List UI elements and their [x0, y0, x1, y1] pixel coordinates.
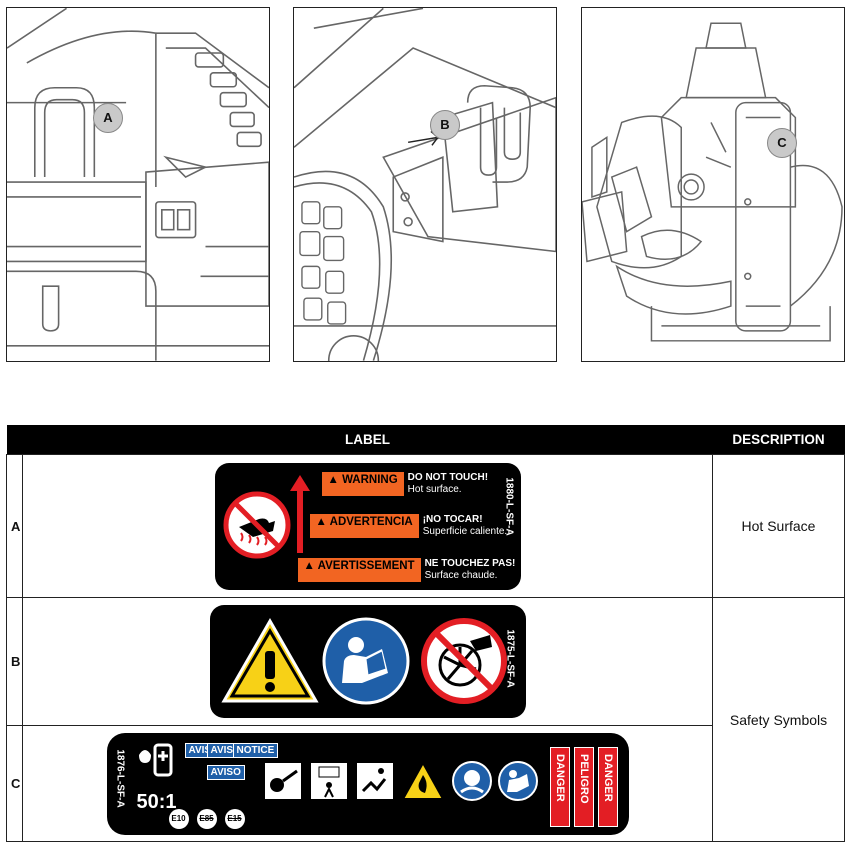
debris-hazard-icon: [356, 762, 393, 799]
warning-text: DO NOT TOUCH! Hot surface.: [408, 472, 488, 496]
fuel-mix-icon: [138, 743, 172, 776]
hearing-protection-icon: [264, 762, 301, 799]
row-letter: C: [6, 725, 23, 842]
decal-b-code: 1875-L-SF-A: [504, 629, 516, 688]
illustration-panel-b: B: [293, 7, 557, 362]
avertissement-title: NE TOUCHEZ PAS!: [424, 557, 516, 569]
illustration-panel-a: A: [6, 7, 270, 362]
header-description: DESCRIPTION: [712, 425, 845, 455]
read-manual-icon: [497, 760, 538, 801]
safety-symbols-decal: 1875-L-SF-A: [209, 605, 526, 718]
aviso-tag: AVISO: [206, 764, 245, 780]
blower-tube-illustration: [294, 8, 556, 361]
table-row: A ▲ WARNING: [6, 454, 845, 598]
fuel-safety-decal: 1876-L-SF-A 50:1 E10 E85 E15 AVIS AVIS A…: [106, 732, 629, 835]
table-header-row: LABEL DESCRIPTION: [6, 425, 845, 455]
e85-badge: E85: [196, 808, 217, 829]
fire-hazard-icon: [400, 760, 445, 800]
avertissement-text: NE TOUCHEZ PAS! Surface chaude.: [425, 558, 516, 582]
row-letter: B: [6, 597, 23, 726]
callout-c: C: [767, 128, 797, 158]
warning-tag: ▲ WARNING: [321, 471, 404, 496]
table-row: C 1876-L-SF-A 50:1 E10 E85 E15 AVIS AVIS…: [6, 725, 845, 842]
advertencia-tag-text: ADVERTENCIA: [329, 515, 413, 528]
warning-block: ▲ WARNING DO NOT TOUCH! Hot surface.: [321, 471, 488, 496]
label-cell: ▲ WARNING DO NOT TOUCH! Hot surface. ▲ A…: [22, 454, 713, 598]
illustration-panel-c: C: [581, 7, 845, 362]
avertissement-body: Surface chaude.: [424, 569, 498, 581]
hot-surface-decal: ▲ WARNING DO NOT TOUCH! Hot surface. ▲ A…: [214, 462, 521, 590]
table-row: B: [6, 597, 845, 842]
decal-a-code: 1880-L-SF-A: [503, 476, 515, 536]
notice-tag: NOTICE: [232, 742, 279, 758]
e10-badge: E10: [168, 808, 189, 829]
warning-triangle-icon: [220, 617, 319, 703]
warning-tag-text: WARNING: [342, 473, 398, 486]
blower-engine-illustration: [582, 22, 843, 342]
no-hands-fan-icon: [420, 618, 507, 704]
row-description: Safety Symbols: [712, 597, 845, 842]
e15-badge: E15: [224, 808, 245, 829]
avertissement-block: ▲ AVERTISSEMENT NE TOUCHEZ PAS! Surface …: [297, 557, 516, 582]
danger-text-2: DANGER: [601, 753, 614, 802]
safety-label-table: LABEL DESCRIPTION A: [6, 425, 845, 842]
advertencia-title: ¡NO TOCAR!: [422, 513, 483, 525]
advertencia-tag: ▲ ADVERTENCIA: [309, 513, 419, 538]
header-label: LABEL: [22, 425, 713, 455]
peligro-text: PELIGRO: [577, 753, 590, 804]
peligro-tag: PELIGRO: [573, 746, 594, 827]
advertencia-text: ¡NO TOCAR! Superficie caliente.: [423, 514, 508, 538]
bystander-distance-icon: [310, 762, 347, 799]
decal-c-code: 1876-L-SF-A: [114, 748, 126, 808]
callout-a: A: [93, 103, 123, 133]
danger-tag-1: DANGER: [549, 746, 570, 827]
row-letter: A: [6, 454, 23, 598]
eye-protection-icon: [451, 760, 492, 801]
danger-text-1: DANGER: [553, 753, 566, 802]
warning-title: DO NOT TOUCH!: [407, 471, 489, 483]
header-letter: [6, 425, 23, 455]
advertencia-body: Superficie caliente.: [422, 525, 508, 537]
avertissement-tag-text: AVERTISSEMENT: [317, 559, 415, 572]
fuel-ratio: 50:1: [136, 790, 177, 813]
no-touch-hot-surface-icon: [223, 491, 290, 558]
avertissement-tag: ▲ AVERTISSEMENT: [297, 557, 421, 582]
row-description: Hot Surface: [712, 454, 845, 598]
read-manual-icon: [322, 617, 409, 705]
advertencia-block: ▲ ADVERTENCIA ¡NO TOCAR! Superficie cali…: [309, 513, 508, 538]
label-cell: 1876-L-SF-A 50:1 E10 E85 E15 AVIS AVIS A…: [22, 725, 713, 842]
arrow-up-icon: [289, 474, 310, 553]
warning-body: Hot surface.: [407, 483, 462, 495]
callout-b: B: [430, 110, 460, 140]
danger-tag-2: DANGER: [597, 746, 618, 827]
blower-handle-illustration: [7, 8, 269, 361]
label-cell: 1875-L-SF-A: [22, 597, 713, 726]
